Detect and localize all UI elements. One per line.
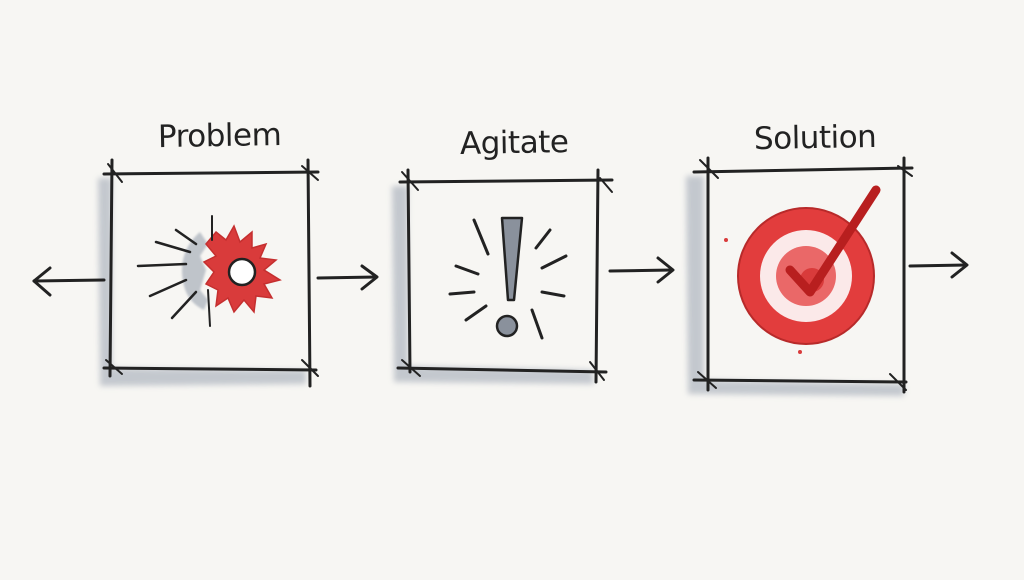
step-agitate bbox=[392, 168, 614, 384]
step-label-problem: Problem bbox=[157, 116, 282, 156]
agitate-box bbox=[396, 168, 614, 384]
step-label-solution: Solution bbox=[753, 118, 877, 158]
step-solution bbox=[686, 156, 969, 396]
solution-box bbox=[692, 156, 914, 394]
step-problem bbox=[32, 158, 320, 388]
problem-box bbox=[102, 158, 320, 388]
step-label-agitate: Agitate bbox=[459, 124, 569, 162]
arrow-agitate-to-solution-icon bbox=[608, 256, 675, 284]
right-arrow-icon bbox=[908, 251, 969, 279]
left-arrow-icon bbox=[32, 266, 106, 297]
broken-gear-icon bbox=[136, 215, 282, 327]
arrow-problem-to-agitate-icon bbox=[316, 264, 379, 291]
target-checkmark-icon bbox=[724, 185, 881, 354]
exclamation-burst-icon bbox=[448, 216, 568, 340]
